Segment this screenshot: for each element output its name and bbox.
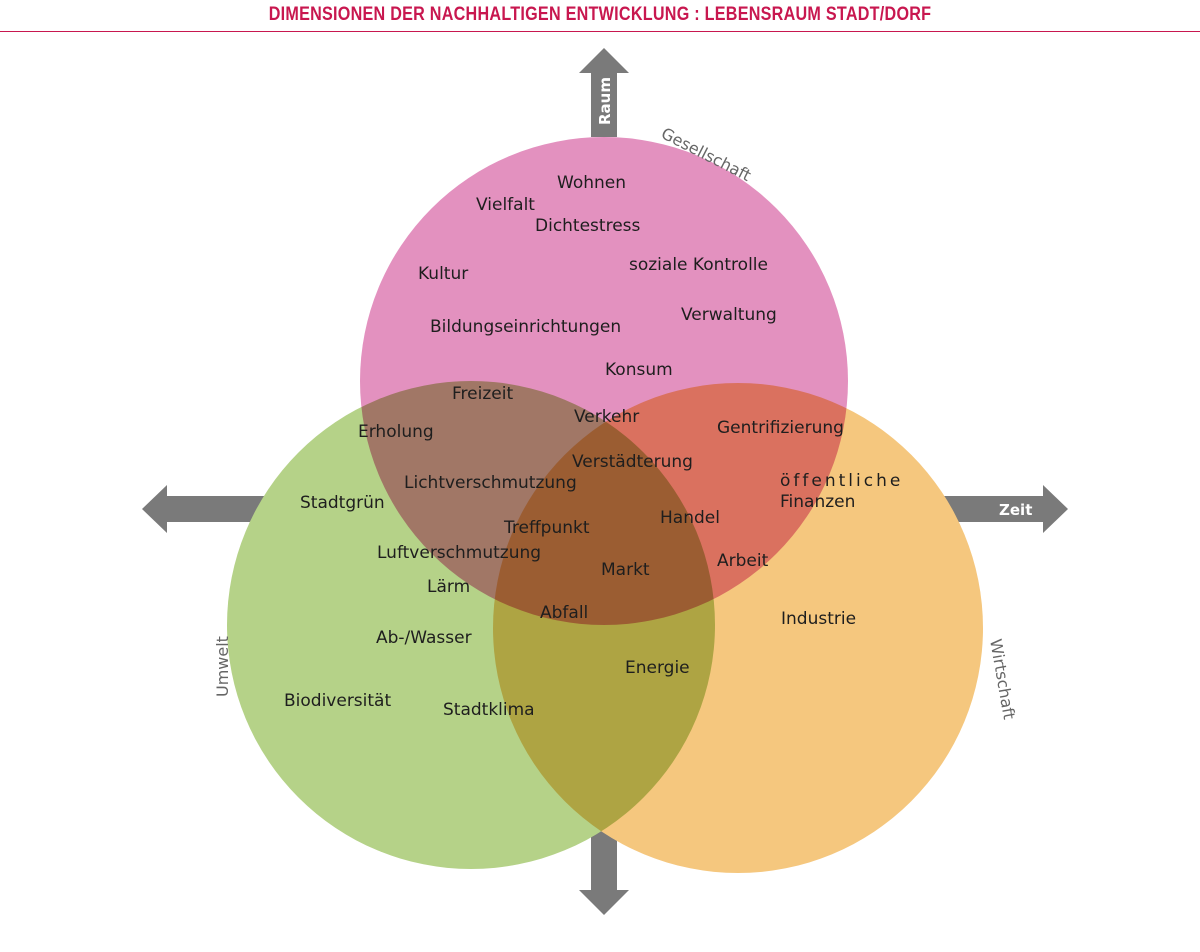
term: Stadtgrün [300,493,385,513]
term: Erholung [358,422,434,442]
term: Bildungseinrichtungen [430,317,621,337]
term: Abfall [540,603,588,623]
terms: Wohnen Vielfalt Dichtestress Kultur sozi… [284,173,903,720]
term: Treffpunkt [503,518,590,538]
dimension-label-wirtschaft: Wirtschaft [986,637,1019,721]
term: Freizeit [452,384,513,404]
term: Konsum [605,360,673,380]
term: Verkehr [574,407,639,427]
term: Markt [601,560,650,580]
term: Stadtklima [443,700,535,720]
term: Luftverschmutzung [377,543,541,563]
term: Finanzen [780,492,855,512]
term: Biodiversität [284,691,391,711]
term: Vielfalt [476,195,535,215]
term: Handel [660,508,720,528]
axis-label-zeit: Zeit [999,501,1032,519]
arrows [142,48,1068,915]
title-divider [0,31,1200,32]
axis-label-raum: Raum [596,77,614,125]
arrow-right-zeit [940,485,1068,533]
arrow-up-raum [579,48,629,137]
diagram-title: DIMENSIONEN DER NACHHALTIGEN ENTWICKLUNG… [268,4,932,25]
term: Verstädterung [572,452,693,472]
circle-gesellschaft [360,137,848,625]
term: Energie [625,658,690,678]
arrow-down [579,830,629,915]
term: Arbeit [717,551,769,571]
term: Gentrifizierung [717,418,844,438]
term: Verwaltung [681,305,777,325]
term: Lärm [427,577,470,597]
term: Dichtestress [535,216,641,236]
term: Kultur [418,264,468,284]
arrow-left [142,485,270,533]
term: Wohnen [557,173,626,193]
term: Lichtverschmutzung [404,473,577,493]
dimension-label-umwelt: Umwelt [213,636,232,697]
term: öffentliche [780,471,903,491]
term: Ab-/Wasser [376,628,472,648]
term: soziale Kontrolle [629,255,768,275]
term: Industrie [781,609,856,629]
